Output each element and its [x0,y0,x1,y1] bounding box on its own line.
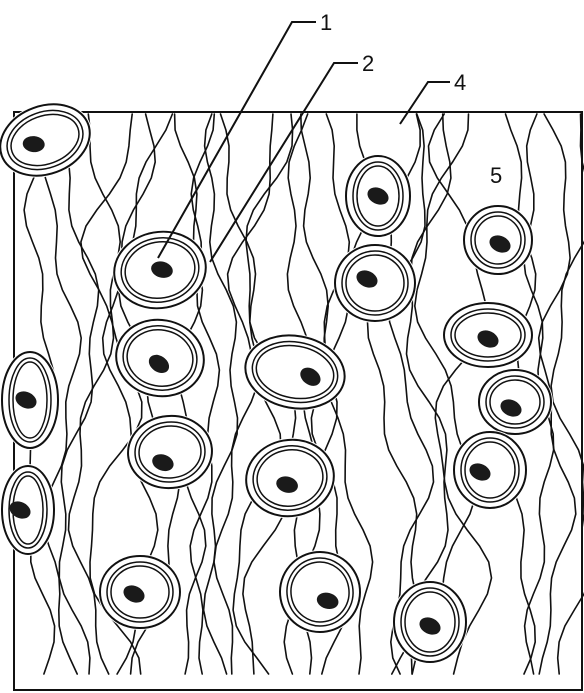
chondrocyte-cells [0,90,553,664]
fiber-line [551,114,584,674]
pointer-2 [210,63,358,262]
label-1: 1 [320,10,332,35]
label-5: 5 [490,163,502,188]
lacuna-fill [123,410,217,493]
label-4: 4 [454,70,466,95]
chondrocyte [0,90,102,190]
label-2: 2 [362,51,374,76]
chondrocyte [477,368,553,436]
chondrocyte [333,243,417,323]
labels: 1 2 4 5 [320,10,502,188]
chondrocyte [392,580,468,664]
chondrocyte [0,464,56,556]
chondrocyte [0,350,60,450]
chondrocyte [344,154,412,238]
chondrocyte [442,301,534,369]
chondrocyte [98,554,182,630]
chondrocyte [462,204,534,276]
chondrocyte [452,430,528,510]
fiber-line [214,114,259,674]
chondrocyte [108,311,212,406]
chondrocyte [123,410,217,493]
